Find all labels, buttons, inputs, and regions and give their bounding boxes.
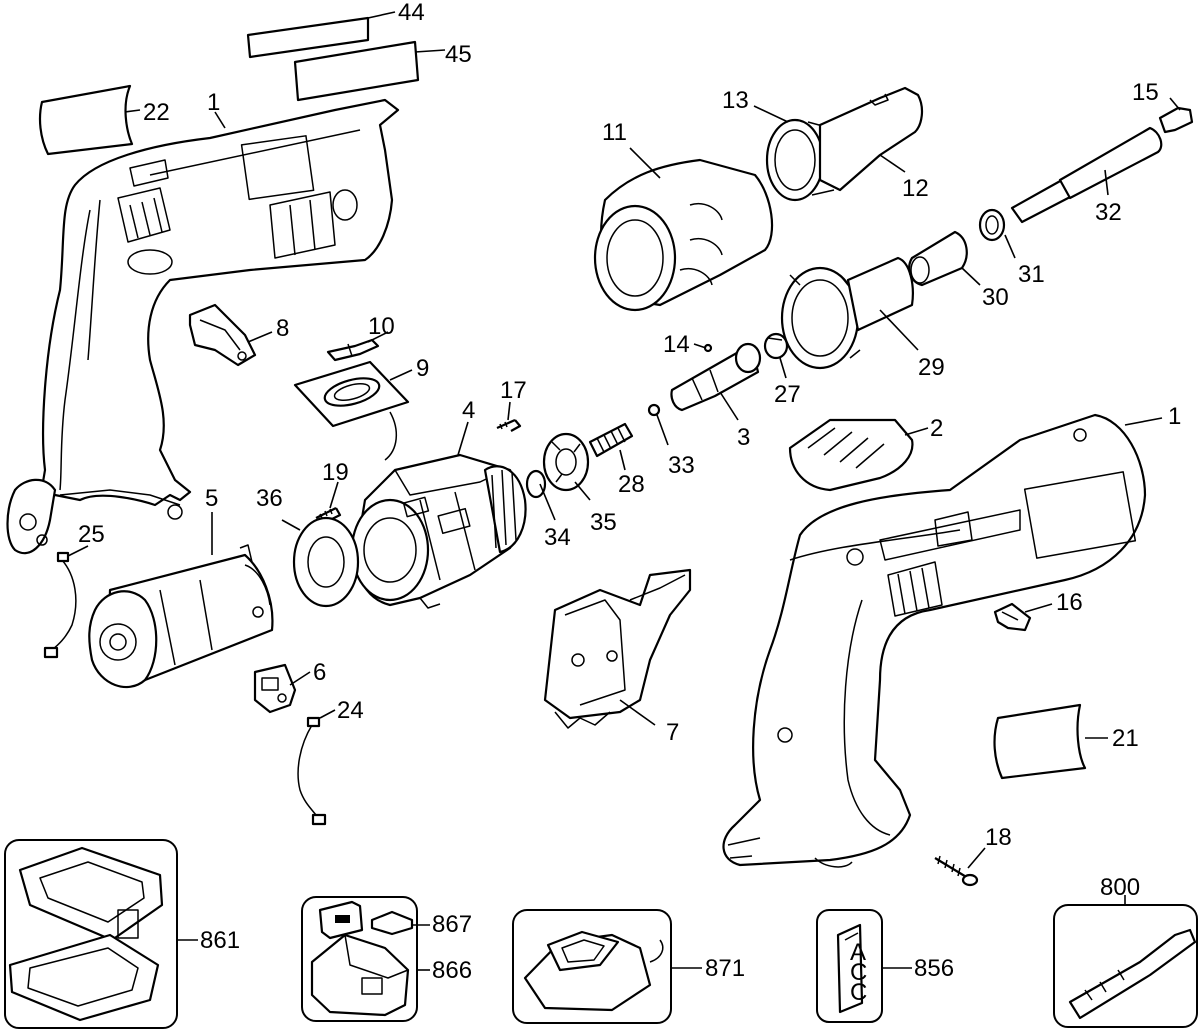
washer-36 <box>292 516 360 608</box>
label-16: 16 <box>1056 589 1083 616</box>
collar-11 <box>593 158 774 312</box>
label-2: 2 <box>930 415 943 442</box>
label-35: 35 <box>590 509 617 536</box>
label-32: 32 <box>1095 199 1122 226</box>
label-1-right: 1 <box>1168 403 1181 430</box>
label-28: 28 <box>618 471 645 498</box>
label-31: 31 <box>1018 261 1045 288</box>
label-11: 11 <box>602 119 627 146</box>
label-24: 24 <box>337 697 364 724</box>
battery-867 <box>370 910 414 936</box>
part-16 <box>993 602 1032 632</box>
ring-31 <box>978 208 1006 242</box>
part-9 <box>293 360 410 461</box>
label-4: 4 <box>462 397 475 424</box>
label-sticker-45 <box>293 40 420 102</box>
motor-5 <box>88 544 274 689</box>
label-17: 17 <box>500 377 527 404</box>
part-27 <box>763 332 789 360</box>
ball-33 <box>647 403 661 417</box>
part-number-labels: 44 45 22 1 8 10 9 17 4 19 36 5 25 6 24 7… <box>78 0 1181 984</box>
washer-34 <box>525 469 547 499</box>
label-1-left: 1 <box>207 89 220 116</box>
label-9: 9 <box>416 355 429 382</box>
gearbox-4 <box>350 453 527 609</box>
label-867: 867 <box>432 911 472 938</box>
label-14: 14 <box>663 331 690 358</box>
label-25: 25 <box>78 521 105 548</box>
part-29 <box>780 256 914 370</box>
label-30: 30 <box>982 284 1009 311</box>
part-30 <box>908 230 968 287</box>
label-10: 10 <box>368 313 395 340</box>
label-800: 800 <box>1100 874 1140 901</box>
label-18: 18 <box>985 824 1012 851</box>
part-8 <box>188 303 257 367</box>
label-sticker-44 <box>246 16 370 59</box>
bit-32 <box>1010 126 1163 224</box>
spindle-3 <box>670 342 762 412</box>
screw-17 <box>496 418 522 432</box>
label-15: 15 <box>1132 79 1159 106</box>
screw-19 <box>315 507 342 520</box>
label-sticker-21 <box>993 703 1087 780</box>
accessory-856-letter-3: C <box>850 979 867 1006</box>
label-34: 34 <box>544 524 571 551</box>
label-12: 12 <box>902 175 929 202</box>
accessory-856-letter-2: C <box>850 959 867 986</box>
label-861: 861 <box>200 927 240 954</box>
accessory-800 <box>1053 904 1198 1028</box>
label-33: 33 <box>668 452 695 479</box>
part-2 <box>788 418 914 492</box>
label-22: 22 <box>143 99 170 126</box>
accessory-856-letter-1: A <box>850 939 866 966</box>
label-21: 21 <box>1112 725 1139 752</box>
charger-871 <box>512 909 672 1024</box>
label-29: 29 <box>918 354 945 381</box>
label-27: 27 <box>774 381 801 408</box>
spring-28 <box>588 422 634 458</box>
label-3: 3 <box>737 424 750 451</box>
nose-12 <box>818 86 924 192</box>
label-7: 7 <box>666 719 679 746</box>
label-19: 19 <box>322 459 349 486</box>
label-871: 871 <box>705 955 745 982</box>
label-8: 8 <box>276 315 289 342</box>
wire-24 <box>297 716 327 826</box>
label-5: 5 <box>205 485 218 512</box>
label-36: 36 <box>256 485 283 512</box>
label-866: 866 <box>432 957 472 984</box>
screw-18 <box>934 855 979 887</box>
label-856: 856 <box>914 955 954 982</box>
label-sticker-22 <box>38 84 134 156</box>
accessory-case-861 <box>4 839 178 1029</box>
switch-7 <box>543 568 692 729</box>
wire-25 <box>43 551 77 659</box>
label-13: 13 <box>722 87 749 114</box>
label-44: 44 <box>398 0 425 26</box>
housing-left-half <box>6 98 400 555</box>
bit-15 <box>1158 106 1194 134</box>
leader-lines <box>67 11 1181 971</box>
accessory-856: A C C <box>816 909 883 1023</box>
part-10 <box>326 338 380 362</box>
housing-right-half <box>722 413 1147 868</box>
label-6: 6 <box>313 659 326 686</box>
brush-holder-6 <box>253 663 297 714</box>
label-45: 45 <box>445 41 472 68</box>
plate-35 <box>542 432 590 492</box>
